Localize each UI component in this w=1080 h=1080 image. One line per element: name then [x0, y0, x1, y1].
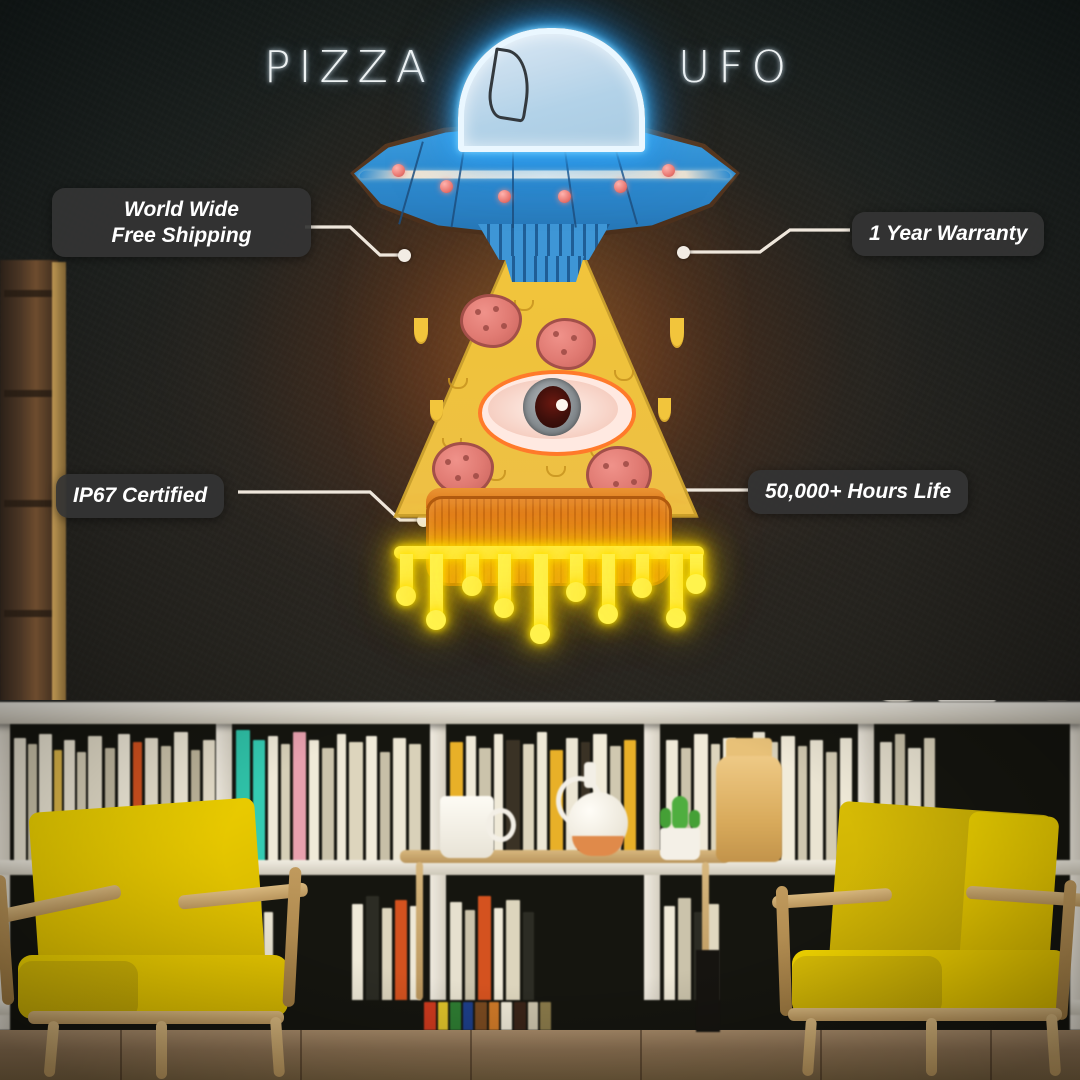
brand-text-left: PIZZA: [264, 42, 434, 93]
small-wood-table: [400, 850, 730, 1000]
saucer-light: [662, 164, 675, 177]
saucer-light: [498, 190, 511, 203]
glowing-eye: [478, 370, 636, 456]
leader-line-ip67: [238, 490, 423, 522]
white-vase: [870, 700, 926, 702]
white-mug: [440, 796, 516, 858]
pizza-ufo-neon-sign: [318, 18, 768, 668]
wood-floor: [0, 1030, 1080, 1080]
dome-clock: [928, 700, 1006, 702]
leader-line-shipping: [305, 225, 404, 257]
saucer-light: [440, 180, 453, 193]
feature-badge-hours[interactable]: 50,000+ Hours Life: [748, 470, 969, 514]
yellow-armchair-left: [0, 797, 318, 1080]
pepperoni-topping: [536, 318, 596, 370]
leader-dot-shipping: [398, 249, 411, 262]
left-wood-shelf: [0, 260, 58, 705]
feature-badge-ip67[interactable]: IP67 Certified: [56, 474, 225, 518]
white-bowl-yellow-rim: [164, 700, 268, 701]
room-scene: [0, 700, 1080, 1080]
saucer-light: [558, 190, 571, 203]
yellow-armchair-right: [748, 800, 1080, 1080]
cactus-plant: [654, 796, 706, 862]
white-pitcher: [556, 762, 632, 858]
brand-text-right: UFO: [678, 42, 794, 93]
feature-badge-warranty[interactable]: 1 Year Warranty: [852, 212, 1045, 256]
saucer-light: [614, 180, 627, 193]
ufo-base-segment: [504, 256, 584, 282]
saucer-light: [392, 164, 405, 177]
pepperoni-topping: [460, 294, 522, 348]
leader-line-warranty: [683, 228, 850, 254]
tan-vase: [716, 738, 782, 862]
feature-badge-shipping[interactable]: World Wide Free Shipping: [52, 188, 311, 258]
dark-pillar: [696, 950, 720, 1032]
potted-plant: [1034, 700, 1080, 704]
cheese-drip-neon: [394, 546, 706, 666]
leader-dot-warranty: [677, 246, 690, 259]
ufo-base-segment: [478, 224, 610, 260]
